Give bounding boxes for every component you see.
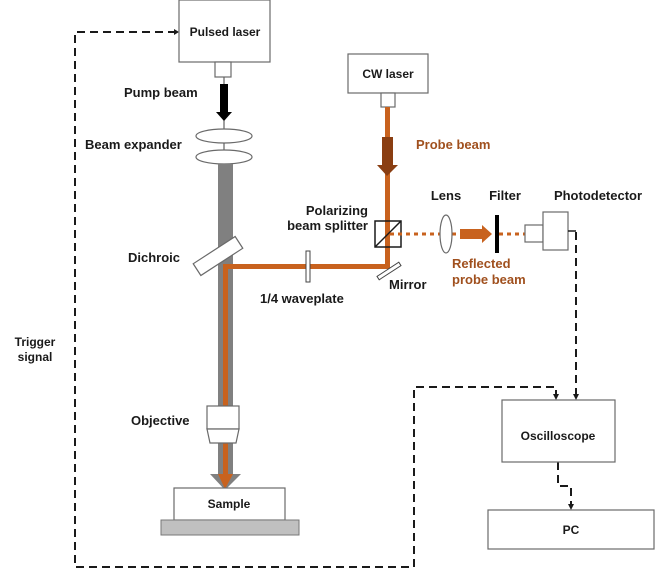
pc-box	[487, 509, 655, 550]
pulsed-laser-label: Pulsed laser	[190, 25, 261, 39]
sample-label: Sample	[208, 497, 251, 511]
dichroic-label: Dichroic	[128, 250, 180, 265]
probe-beam-label: Probe beam	[416, 137, 490, 152]
trigger-label-1: Trigger	[15, 335, 56, 349]
trigger-label-2: signal	[18, 350, 53, 364]
photodetector-label: Photodetector	[554, 188, 642, 203]
probe-beam-horizontal	[223, 264, 385, 269]
reflected-label-2: probe beam	[452, 272, 526, 287]
photodetector-body	[542, 211, 569, 251]
pulsed-laser-aperture	[214, 61, 232, 78]
quarter-waveplate	[305, 250, 311, 283]
filter-label: Filter	[489, 188, 521, 203]
trigger-arrowhead	[553, 394, 559, 400]
pc-label: PC	[563, 523, 580, 537]
trigger-laser-arrowhead	[174, 29, 179, 35]
photodetector-window	[524, 224, 544, 243]
cw-laser-aperture	[380, 92, 396, 108]
sample-box	[173, 487, 286, 521]
objective-label: Objective	[131, 413, 190, 428]
pump-arrow-shaft	[220, 84, 228, 112]
probe-beam-down	[223, 267, 228, 475]
cw-laser-label: CW laser	[362, 67, 414, 81]
pump-beam-label: Pump beam	[124, 85, 198, 100]
mirror-label: Mirror	[389, 277, 427, 292]
probe-beam-vertical	[385, 107, 390, 269]
trigger-signal-line	[74, 31, 557, 568]
beam-expander-label: Beam expander	[85, 137, 182, 152]
polarizing-label-1: Polarizing	[306, 203, 368, 218]
reflected-label-1: Reflected	[452, 256, 511, 271]
mirror	[376, 261, 402, 281]
probe-beam-arrowhead	[218, 474, 233, 489]
sample-stage	[160, 519, 300, 536]
objective-upper	[206, 405, 240, 430]
reflected-arrow-head	[482, 225, 492, 243]
beam-expander-lens-2	[195, 149, 253, 165]
dichroic-mirror	[192, 235, 244, 277]
waveplate-label: 1/4 waveplate	[260, 291, 344, 306]
reflected-arrow-shaft	[460, 229, 483, 239]
pc-arrowhead	[568, 504, 574, 510]
pump-arrow-head	[216, 112, 232, 121]
objective-lower	[206, 428, 240, 444]
oscilloscope-label: Oscilloscope	[521, 429, 596, 443]
probe-arrow-head	[377, 165, 398, 176]
detector-arrowhead	[573, 394, 579, 400]
lens-label: Lens	[431, 188, 461, 203]
probe-arrow-shaft	[382, 137, 393, 167]
oscilloscope-box	[501, 399, 616, 463]
scope-to-pc-line	[557, 462, 572, 506]
beam-expander-lens-1	[195, 128, 253, 144]
filter	[495, 215, 499, 253]
lens	[439, 214, 453, 254]
polarizing-label-2: beam splitter	[287, 218, 368, 233]
